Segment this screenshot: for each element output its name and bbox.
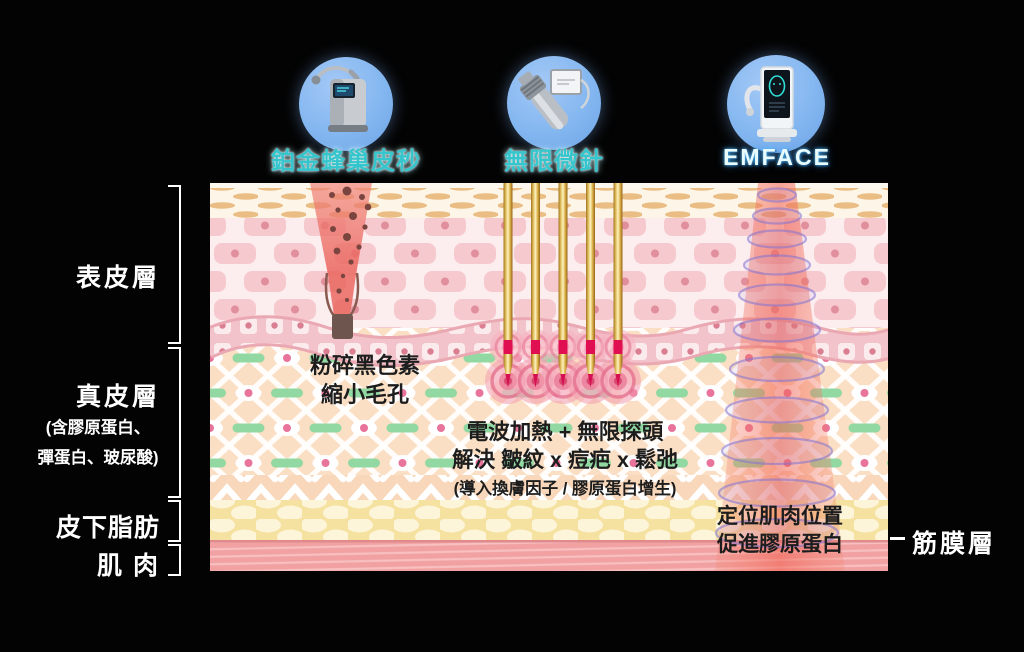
fascia-line [210, 540, 888, 543]
microneedle-badge [507, 56, 601, 150]
epidermis-bracket [168, 185, 181, 344]
microneedle-annotation-line3: (導入換膚因子 / 膠原蛋白增生) [453, 479, 677, 498]
microneedle-array [485, 183, 641, 404]
emface-energy-cone [714, 183, 845, 571]
microneedle-annotation-line2: 解決 皺紋 x 痘疤 x 鬆弛 [452, 448, 678, 473]
dermis-note-line1: (含膠原蛋白、 [45, 419, 151, 437]
skin-cross-section: 粉碎黑色素 縮小毛孔 電波加熱 + 無限探頭 解決 皺紋 x 痘疤 x 鬆弛 (… [210, 183, 888, 571]
dermis-note-line2: 彈蛋白、玻尿酸) [37, 449, 159, 467]
pico-annotation: 粉碎黑色素 縮小毛孔 [265, 351, 465, 409]
fat-label: 皮下脂肪 [55, 514, 160, 542]
melanin-particles [329, 186, 372, 302]
microneedle-handpiece-icon [518, 69, 590, 130]
dermis-label: 真皮層 [75, 383, 160, 411]
fascia-pointer-line [890, 537, 905, 540]
muscle-label: 肌 肉 [97, 552, 160, 580]
pico-laser-label: 鉑金蜂巢皮秒 [271, 148, 421, 175]
pico-laser-machine-icon [311, 66, 368, 132]
skin-cross-section-illustration [210, 183, 888, 571]
emface-annotation: 定位肌肉位置 促進膠原蛋白 [695, 503, 865, 558]
laser-beam [310, 183, 372, 339]
fat-bracket [168, 500, 181, 542]
microneedle-annotation-line1: 電波加熱 + 無限探頭 [466, 420, 664, 444]
emface-annotation-line2: 促進膠原蛋白 [717, 532, 843, 556]
pico-annotation-line2: 縮小毛孔 [320, 382, 409, 408]
dermis-bracket [168, 347, 181, 498]
pico-annotation-line1: 粉碎黑色素 [309, 353, 420, 378]
microneedle-annotation: 電波加熱 + 無限探頭 解決 皺紋 x 痘疤 x 鬆弛 (導入換膚因子 / 膠原… [428, 418, 702, 501]
emface-annotation-line1: 定位肌肉位置 [717, 505, 843, 528]
fascia-label: 筋膜層 [912, 530, 997, 558]
emface-label: EMFACE [723, 144, 831, 170]
pico-laser-badge [299, 57, 393, 151]
pore-plug [332, 314, 353, 339]
epidermis-label: 表皮層 [75, 264, 160, 292]
muscle-bracket [168, 544, 181, 576]
microneedle-label: 無限微針 [504, 148, 604, 175]
emface-machine-icon [744, 66, 797, 142]
emface-badge [727, 55, 825, 153]
